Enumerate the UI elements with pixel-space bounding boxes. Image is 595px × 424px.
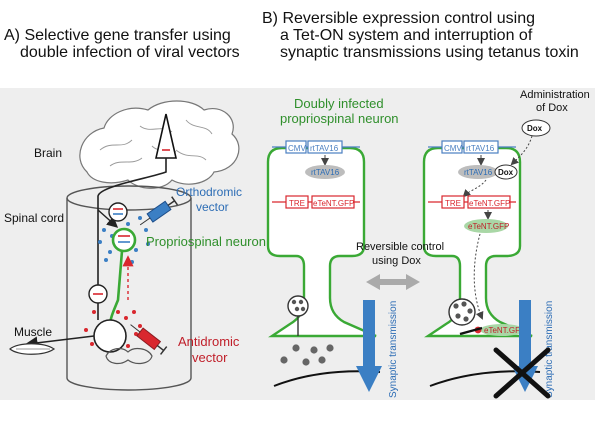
propriospinal-neuron-label: Propriospinal neuron (146, 234, 266, 249)
left-rttav16-protein (305, 165, 345, 179)
dox-entry-path (510, 135, 533, 166)
left-synaptic-transmission-arrow (356, 300, 382, 392)
antidromic-vector-particles (84, 310, 142, 348)
right-tre-label: TRE (445, 199, 461, 208)
heading-b-line3: synaptic transmissions using tetanus tox… (280, 44, 579, 61)
right-tetent-terminal-label: eTeNT.GFP (484, 326, 525, 335)
propriospinal-neuron-body (111, 227, 137, 253)
antidromic-label-line1: Antidromic (178, 334, 240, 349)
heading-b-line2: a Tet-ON system and interruption of (280, 27, 533, 44)
reversible-control-arrow (366, 274, 420, 290)
left-cmv-label: CMV (288, 144, 306, 153)
tetent-transport-path (473, 233, 484, 320)
neuron-title-line2: propriospinal neuron (280, 111, 399, 126)
heading-a-line2: double infection of viral vectors (20, 44, 240, 61)
right-cmv-label: CMV (444, 144, 462, 153)
orthodromic-label-line2: vector (196, 200, 229, 214)
right-tre-element (441, 195, 465, 209)
right-rttav16-protein-label: rtTAV16 (464, 168, 493, 177)
orthodromic-vector-particles (98, 216, 150, 264)
left-tre-element (285, 195, 309, 209)
right-cmv-promoter (441, 140, 463, 154)
administered-dox-label: Dox (527, 124, 543, 133)
administration-label-line2: of Dox (536, 102, 568, 114)
right-tetent-protein-label: eTeNT.GFP (468, 222, 509, 231)
left-synaptic-vesicle-cluster (287, 295, 309, 317)
left-released-neurotransmitters (280, 344, 334, 366)
reversible-control-line2: using Dox (372, 255, 421, 267)
spinal-cord-label: Spinal cord (4, 211, 64, 225)
right-rttav16-label: rtTAV16 (466, 144, 495, 153)
transmission-blocked-icon (493, 347, 551, 399)
heading-b: B) Reversible expression control using a… (262, 10, 579, 61)
brain-gyri (99, 119, 213, 167)
left-rttav16-label: rtTAV16 (310, 144, 339, 153)
muscle-label: Muscle (14, 325, 52, 339)
heading-a-line1: A) Selective gene transfer using (4, 27, 231, 44)
antidromic-label-line2: vector (192, 350, 228, 365)
right-dox-bound-label: Dox (498, 168, 514, 177)
right-tetent-at-terminal (480, 324, 524, 336)
left-tetent-gene (311, 195, 355, 209)
right-dox-bound (494, 164, 518, 180)
brain-label: Brain (34, 146, 62, 160)
motor-neuron (93, 319, 127, 353)
left-rttav16-gene (307, 140, 343, 154)
heading-b-line1: B) Reversible expression control using (262, 10, 536, 27)
left-tetent-label: eTeNT.GFP (313, 199, 354, 208)
left-cmv-promoter (285, 140, 307, 154)
orthodromic-label-line1: Orthodromic (176, 185, 242, 199)
administered-dox (521, 119, 551, 137)
antidromic-syringe-icon (130, 324, 168, 355)
right-rttav16-protein (458, 165, 498, 179)
right-tetent-gene (467, 195, 511, 209)
left-synaptic-transmission-label: Synaptic transmission (388, 301, 399, 398)
left-rttav16-protein-label: rtTAV16 (311, 168, 340, 177)
right-tetent-label: eTeNT.GFP (469, 199, 510, 208)
heading-a: A) Selective gene transfer using double … (4, 27, 240, 61)
gray-matter (105, 347, 153, 365)
motor-axon (24, 335, 95, 350)
interneuron-top (108, 202, 128, 222)
right-rttav16-gene (463, 140, 499, 154)
neuron-left-outline (266, 146, 377, 338)
descending-axon (97, 158, 167, 320)
reversible-control-line1: Reversible control (356, 241, 444, 253)
neuron-title-line1: Doubly infected (294, 96, 384, 111)
orthodromic-syringe-icon (139, 196, 179, 226)
right-tetent-protein (464, 219, 508, 233)
spinal-cord-cylinder (66, 198, 192, 378)
administration-label-line1: Administration (520, 89, 590, 101)
left-tre-label: TRE (289, 199, 305, 208)
